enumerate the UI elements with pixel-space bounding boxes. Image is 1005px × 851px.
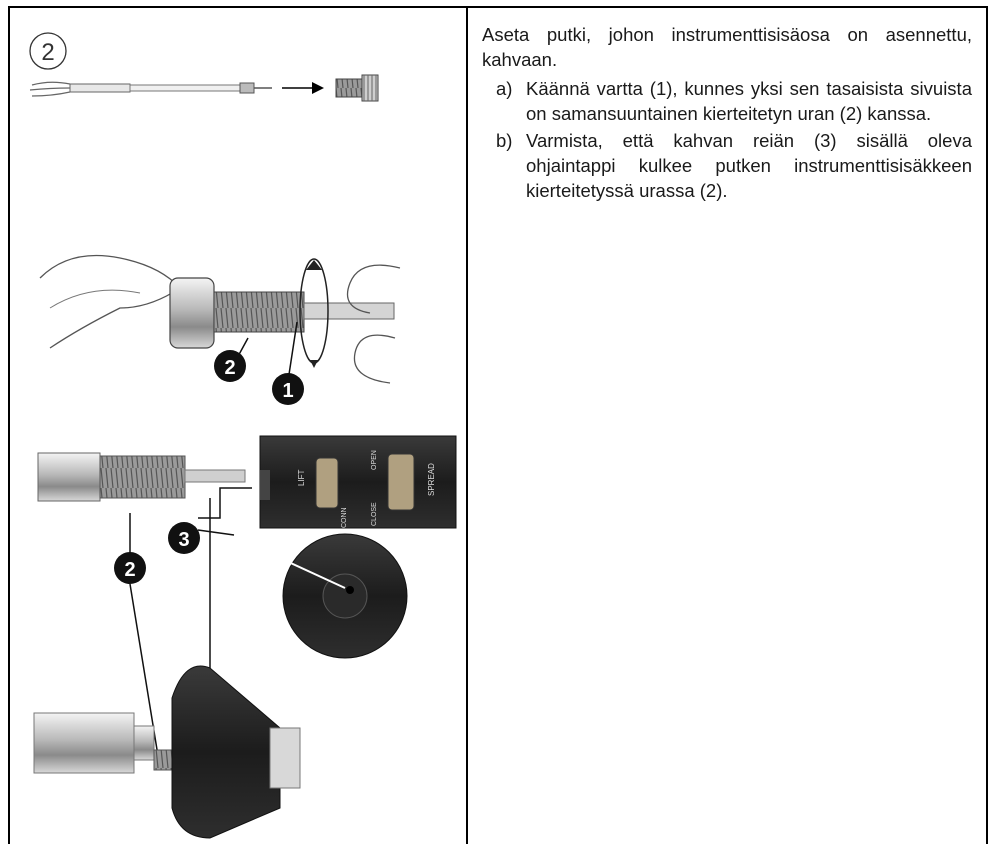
callout-2-bottom: 2	[124, 559, 135, 581]
step-text: Käännä vartta (1), kunnes yksi sen tasai…	[526, 78, 972, 124]
handle-label-lift: LIFT	[297, 469, 306, 486]
step-marker: b)	[496, 130, 513, 151]
callout-3: 3	[178, 529, 189, 551]
step-text: Varmista, että kahvan reiän (3) sisällä …	[526, 130, 972, 201]
handle-insert-figure: LIFT CONN OPEN CLOSE SPREAD 3 2	[33, 435, 457, 839]
step-item-b: b) Varmista, että kahvan reiän (3) sisäl…	[496, 128, 972, 203]
step-number: 2	[41, 39, 54, 66]
handle-label-conn: CONN	[341, 507, 348, 528]
callout-2-top: 2	[224, 357, 235, 379]
instruction-text-cell: Aseta putki, johon instrumenttisisäosa o…	[468, 8, 986, 844]
step-list: a) Käännä vartta (1), kunnes yksi sen ta…	[482, 76, 972, 203]
callout-1: 1	[282, 380, 293, 402]
step-number-badge: 2	[29, 32, 67, 70]
rotate-shaft-figure: 2 1	[39, 254, 401, 405]
illustration-cell: 2	[10, 8, 466, 844]
instruction-table: 2	[8, 6, 988, 844]
column-divider	[466, 8, 468, 844]
step-marker: a)	[496, 78, 513, 99]
handle-label-close: CLOSE	[371, 502, 378, 526]
assembly-illustration: 2	[29, 32, 457, 839]
handle-label-open: OPEN	[371, 450, 378, 470]
intro-text: Aseta putki, johon instrumenttisisäosa o…	[482, 24, 972, 70]
step-item-a: a) Käännä vartta (1), kunnes yksi sen ta…	[496, 76, 972, 126]
instrument-overview	[29, 74, 379, 102]
handle-label-spread: SPREAD	[427, 463, 436, 496]
